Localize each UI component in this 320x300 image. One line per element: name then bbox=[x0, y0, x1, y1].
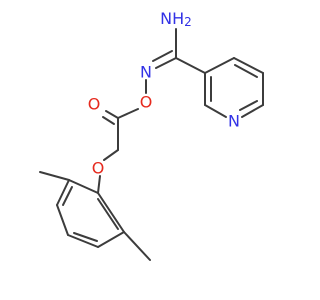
nh2-n: NH bbox=[160, 9, 184, 28]
bond-c-n-double-a bbox=[155, 57, 177, 69]
bond-c-pyridine bbox=[175, 57, 206, 74]
ester-o-label: O bbox=[140, 93, 153, 112]
bond-carbonyl-o-a bbox=[105, 110, 119, 119]
bond-py-c4-c5 bbox=[233, 57, 264, 74]
pyridine-n-label: N bbox=[228, 112, 240, 131]
bond-py-c3-c4 bbox=[204, 57, 235, 74]
bond-c-n-double-b bbox=[152, 50, 173, 62]
bond-py-c6-n bbox=[241, 104, 264, 118]
bond-ar-c6-c1 bbox=[97, 192, 125, 233]
bond-carbonyl-o-b bbox=[102, 116, 115, 125]
molecule-structure: NH2 N O O O N bbox=[0, 0, 300, 300]
ether-o-label: O bbox=[92, 159, 105, 178]
bond-o-aryl bbox=[97, 175, 101, 194]
canvas-background bbox=[0, 0, 300, 300]
bond-ar-c4-c5 bbox=[67, 234, 99, 248]
bond-ar-c5-c6 bbox=[97, 231, 125, 248]
bond-ar-c1-c2 bbox=[68, 179, 99, 194]
carbonyl-o-label: O bbox=[88, 95, 101, 114]
bond-ar-c2-c3 bbox=[56, 179, 70, 206]
bond-ar-inner-1 bbox=[62, 186, 73, 206]
bond-ar-inner-2 bbox=[73, 232, 98, 242]
bond-py-n-c2 bbox=[204, 104, 227, 118]
bond-ar-inner-3 bbox=[97, 198, 119, 230]
bond-ar-c3-c4 bbox=[56, 204, 69, 236]
nh2-label: NH2 bbox=[160, 9, 192, 30]
imine-n-label: N bbox=[140, 63, 152, 82]
bond-ch2-o bbox=[103, 149, 119, 161]
bond-methyl-1 bbox=[39, 171, 70, 181]
bond-py-c4-c5-inner bbox=[234, 64, 258, 78]
bond-methyl-2 bbox=[123, 231, 151, 261]
bond-o-carbonyl bbox=[117, 108, 139, 119]
bonds bbox=[39, 28, 264, 261]
bond-py-c6-n-inner bbox=[239, 100, 258, 111]
atom-labels: NH2 N O O O N bbox=[88, 9, 240, 178]
nh2-subscript: 2 bbox=[184, 15, 192, 29]
